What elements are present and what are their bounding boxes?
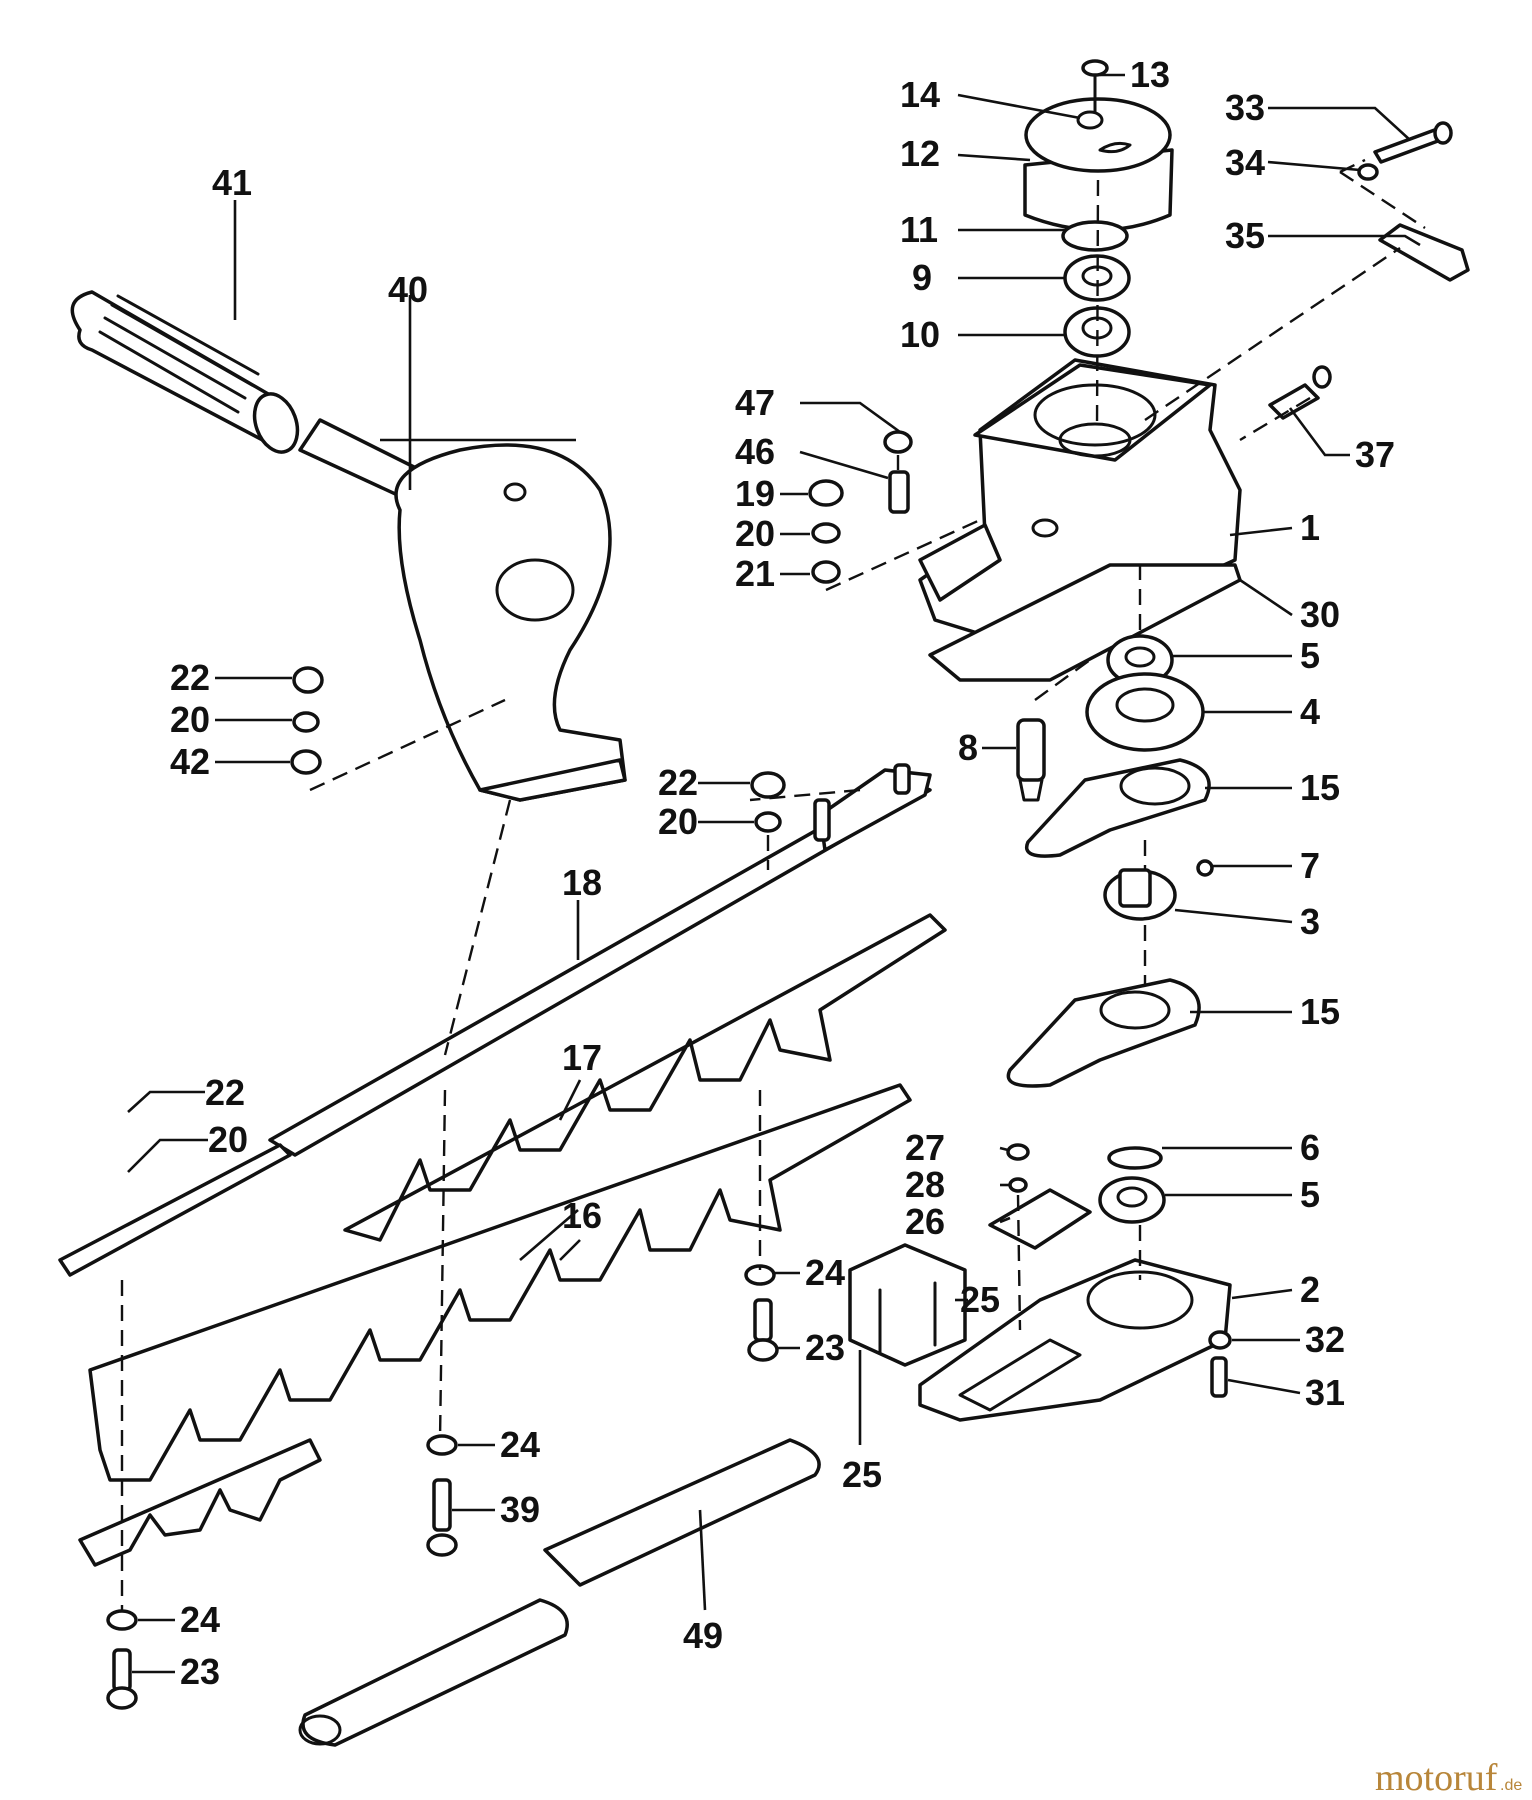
label-part-2: 2 <box>1300 1269 1320 1310</box>
label-part-18: 18 <box>562 862 602 903</box>
label-part-20-guard: 20 <box>170 699 210 740</box>
label-part-41: 41 <box>212 162 252 203</box>
label-part-13: 13 <box>1130 54 1170 95</box>
label-part-23-upper: 23 <box>805 1327 845 1368</box>
label-part-46: 46 <box>735 431 775 472</box>
handle-grip-part <box>70 290 300 454</box>
blade-sheath-part <box>298 1438 821 1747</box>
label-part-19: 19 <box>735 473 775 514</box>
label-part-7: 7 <box>1300 845 1320 886</box>
label-part-24-upper: 24 <box>805 1252 845 1293</box>
gear-train-part <box>1016 634 1205 802</box>
label-part-26: 26 <box>905 1201 945 1242</box>
label-part-23-lower: 23 <box>180 1651 220 1692</box>
label-part-4: 4 <box>1300 691 1320 732</box>
label-part-14: 14 <box>900 74 940 115</box>
label-part-49: 49 <box>683 1615 723 1656</box>
housing-bolt-part <box>1208 1330 1232 1398</box>
label-part-24-middle: 24 <box>500 1424 540 1465</box>
label-part-12: 12 <box>900 133 940 174</box>
bracket-assembly-part <box>1357 121 1470 282</box>
label-part-22-bar: 22 <box>658 762 698 803</box>
label-part-20-blade: 20 <box>208 1119 248 1160</box>
label-part-11: 11 <box>900 209 938 250</box>
label-part-30: 30 <box>1300 594 1340 635</box>
label-part-17: 17 <box>562 1037 602 1078</box>
label-part-15-lower: 15 <box>1300 991 1340 1032</box>
label-part-15-upper: 15 <box>1300 767 1340 808</box>
watermark-logo: motoruf .de <box>1375 1757 1522 1799</box>
label-part-22-blade: 22 <box>205 1072 245 1113</box>
housing-fasteners-part <box>808 430 913 584</box>
plate-assembly-part <box>988 1143 1092 1250</box>
bearing-stack-part <box>1061 220 1131 358</box>
guard-fasteners-part <box>290 666 324 775</box>
lower-blade-part <box>78 1083 912 1567</box>
slider-block-part <box>848 1243 967 1367</box>
leader-lines <box>127 73 1421 1674</box>
label-part-9: 9 <box>912 257 932 298</box>
label-part-3: 3 <box>1300 901 1320 942</box>
label-part-6: 6 <box>1300 1127 1320 1168</box>
handle-guard-part <box>298 418 627 802</box>
lower-bearing-part <box>1098 1146 1166 1224</box>
label-part-42: 42 <box>170 741 210 782</box>
label-part-28: 28 <box>905 1164 945 1205</box>
label-part-33: 33 <box>1225 87 1265 128</box>
label-part-16: 16 <box>562 1195 602 1236</box>
label-part-35: 35 <box>1225 215 1265 256</box>
gear-cap-part <box>1023 59 1174 232</box>
label-part-25-below: 25 <box>842 1454 882 1495</box>
cam-part <box>1103 859 1214 921</box>
crank-arm-upper-part <box>1025 758 1211 858</box>
watermark-suffix: .de <box>1500 1777 1522 1794</box>
label-part-22-guard: 22 <box>170 657 210 698</box>
label-part-31: 31 <box>1305 1372 1345 1413</box>
label-part-40: 40 <box>388 269 428 310</box>
upper-blade-part <box>58 913 947 1277</box>
label-part-24-lower: 24 <box>180 1599 220 1640</box>
label-part-47: 47 <box>735 382 775 423</box>
label-part-37: 37 <box>1355 434 1395 475</box>
label-part-8: 8 <box>958 727 978 768</box>
blade-bolts-part <box>106 1264 779 1710</box>
label-part-20-housing: 20 <box>735 513 775 554</box>
label-part-32: 32 <box>1305 1319 1345 1360</box>
support-bar-part <box>268 763 932 1157</box>
assembly-lines <box>120 158 1426 1610</box>
grease-fitting-part <box>1268 365 1332 420</box>
part-number-labels: 13 14 12 33 34 35 11 9 10 41 40 47 46 37… <box>170 54 1395 1692</box>
label-part-1: 1 <box>1300 507 1320 548</box>
label-part-5-upper: 5 <box>1300 635 1320 676</box>
label-part-39: 39 <box>500 1489 540 1530</box>
label-part-20-bar: 20 <box>658 801 698 842</box>
label-part-21: 21 <box>735 553 775 594</box>
watermark-brand: motoruf <box>1375 1757 1498 1799</box>
label-part-5-lower: 5 <box>1300 1174 1320 1215</box>
label-part-34: 34 <box>1225 142 1265 183</box>
label-part-25-block: 25 <box>960 1279 1000 1320</box>
bar-fasteners-part <box>750 771 786 833</box>
crank-arm-lower-part <box>1006 978 1201 1088</box>
label-part-10: 10 <box>900 314 940 355</box>
label-part-27: 27 <box>905 1127 945 1168</box>
